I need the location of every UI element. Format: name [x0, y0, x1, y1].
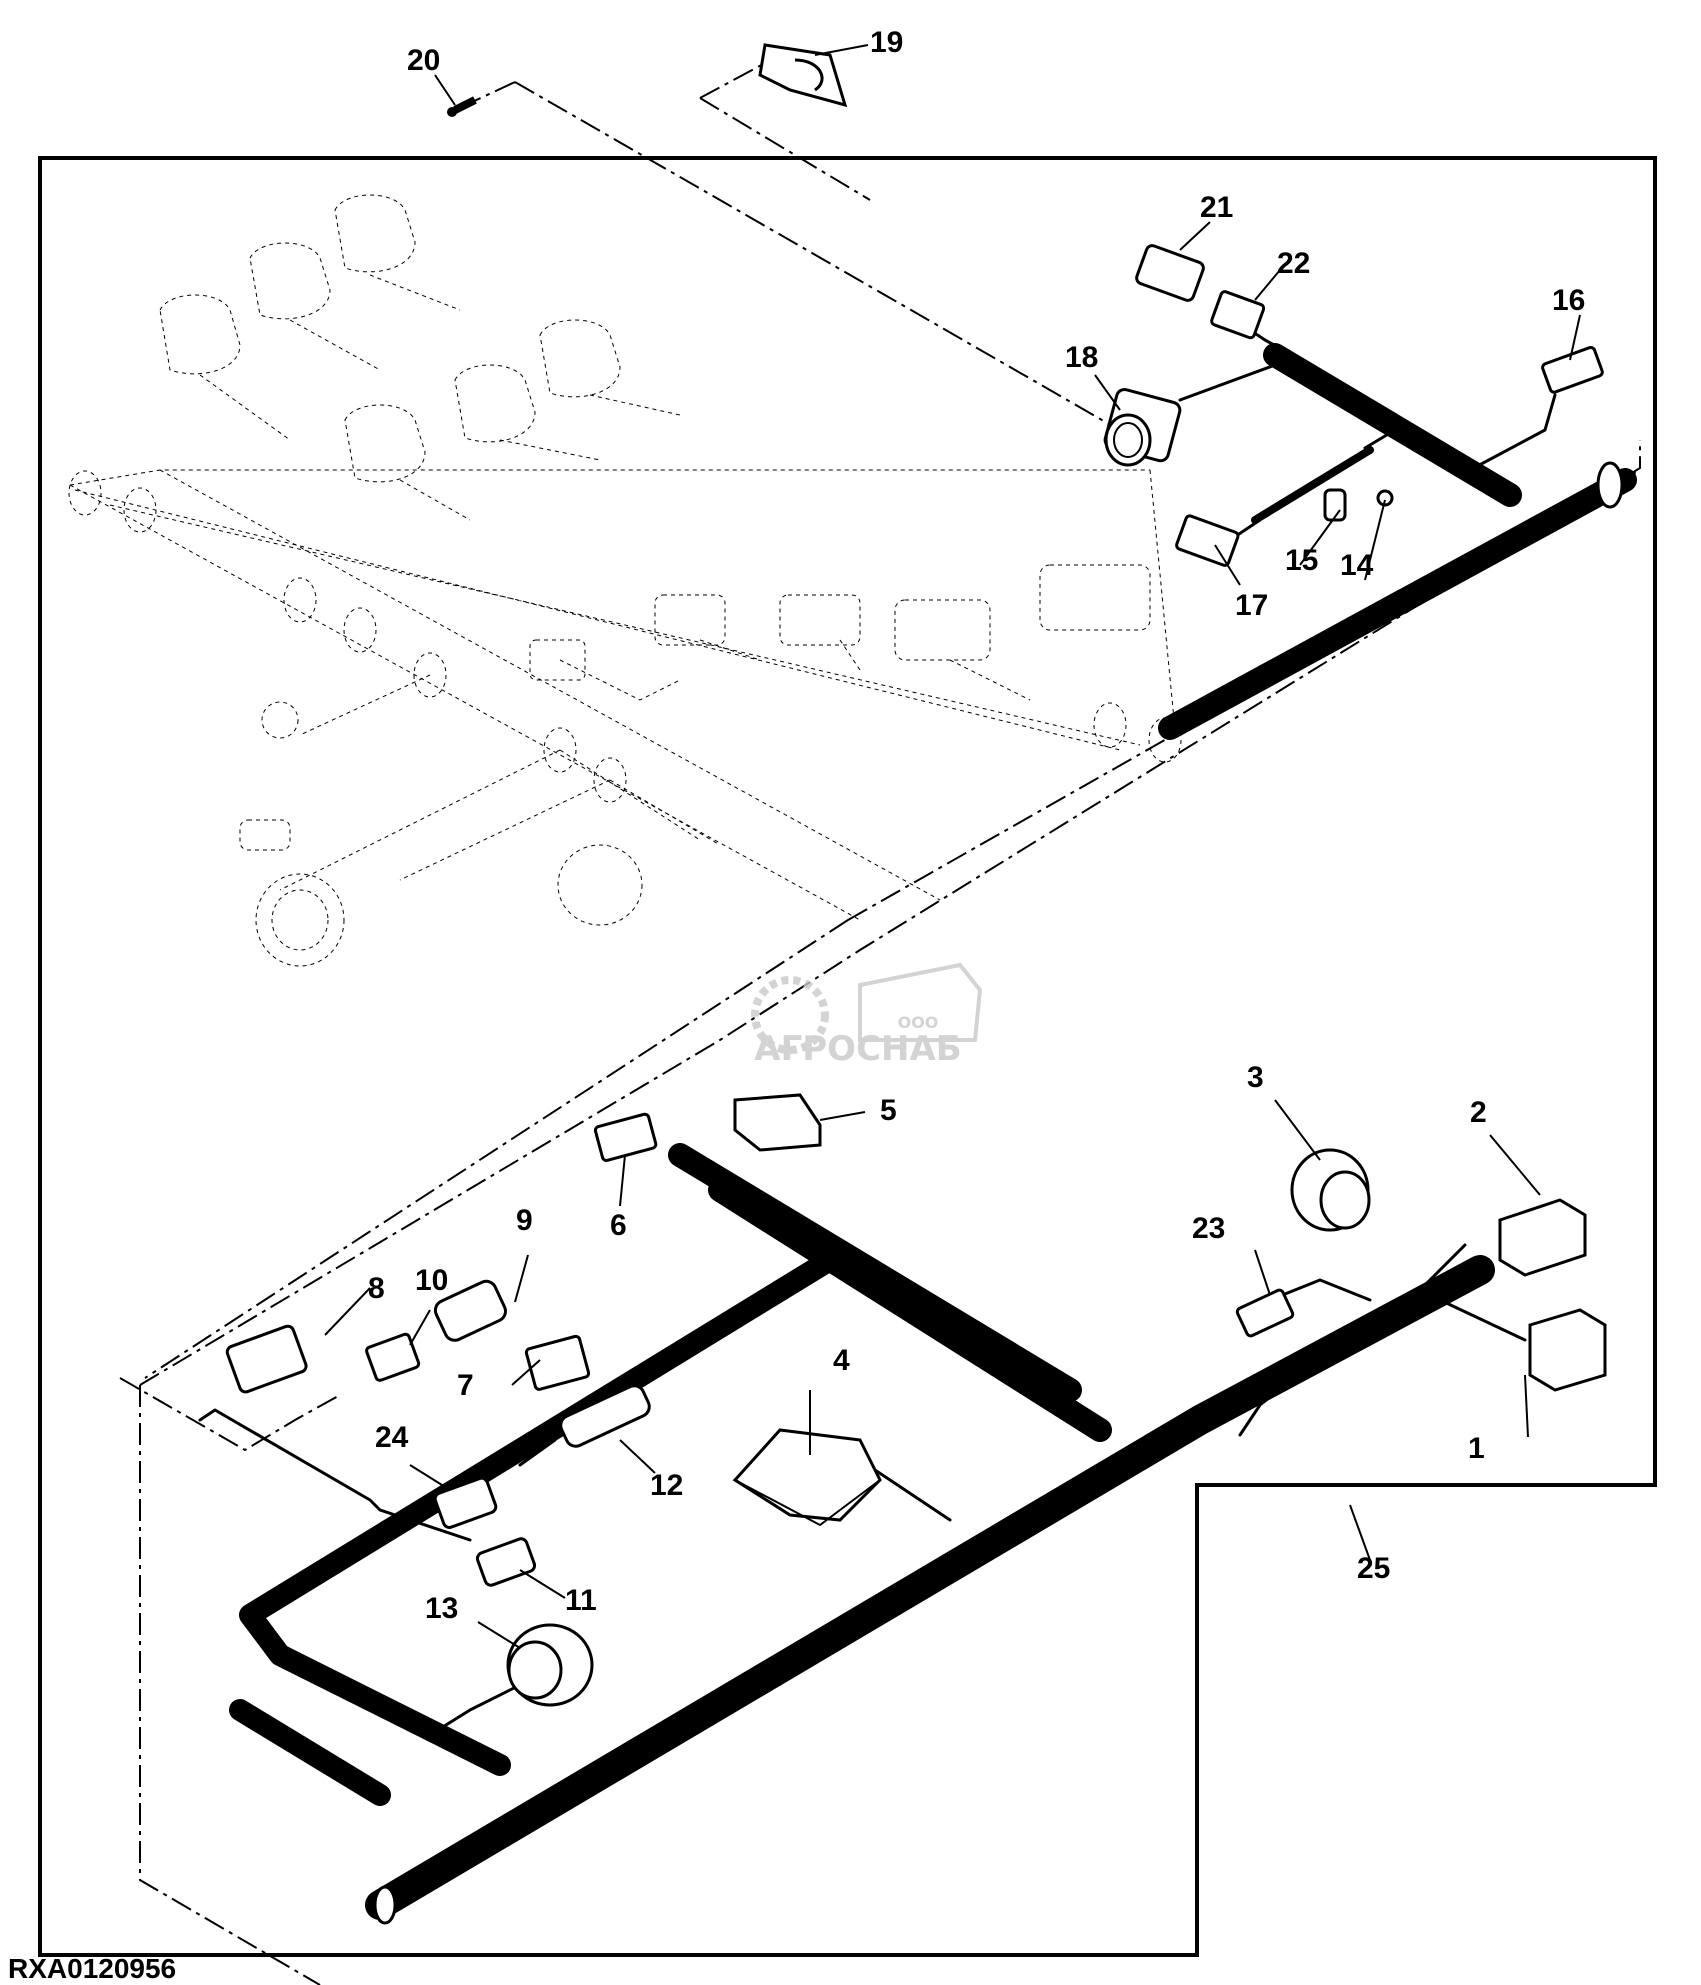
item-4-module	[732, 1428, 882, 1527]
lower-harness	[198, 1143, 1527, 1925]
phantom-outline-top	[454, 81, 1169, 459]
item-20-screw	[447, 96, 477, 117]
callout-1: 1	[1468, 1432, 1485, 1465]
callout-13: 13	[425, 1592, 458, 1625]
item-9-connector	[433, 1279, 507, 1342]
item-10-connector	[365, 1332, 421, 1382]
item-12-connector	[559, 1384, 651, 1448]
phantom-outline-lower	[139, 440, 1641, 1985]
callout-4: 4	[833, 1344, 850, 1377]
callout-labels: 1 2 3 4 5 6 7 8 9 10 11 12 13 14 15 16 1…	[368, 26, 1585, 1625]
callout-3: 3	[1247, 1061, 1264, 1094]
callout-8: 8	[368, 1272, 385, 1305]
item-2-connector	[1498, 1198, 1587, 1277]
callout-22: 22	[1277, 247, 1310, 280]
callout-11: 11	[565, 1584, 597, 1617]
callout-5: 5	[880, 1094, 897, 1127]
item-6-connector	[593, 1112, 658, 1162]
callout-19: 19	[870, 26, 903, 59]
callout-15: 15	[1285, 544, 1318, 577]
watermark-logo: ООО АГРОСНАБ	[751, 962, 983, 1069]
callout-18: 18	[1065, 341, 1098, 374]
callout-23: 23	[1192, 1212, 1225, 1245]
item-19-bracket	[758, 43, 848, 108]
item-7-connector	[524, 1334, 591, 1391]
ghost-harness	[68, 194, 1182, 967]
item-1-connector	[1528, 1308, 1607, 1392]
item-13-receptacle	[506, 1623, 594, 1707]
callout-21: 21	[1200, 191, 1233, 224]
item-21-connector	[1135, 244, 1205, 302]
callout-6: 6	[610, 1209, 627, 1242]
item-24-connector	[433, 1476, 498, 1529]
item-3-receptacle	[1290, 1148, 1371, 1232]
callout-17: 17	[1235, 589, 1268, 622]
leader-lines	[324, 44, 1581, 1649]
callout-9: 9	[516, 1204, 533, 1237]
callout-10: 10	[415, 1264, 448, 1297]
upper-harness	[1158, 308, 1637, 740]
item-18-receptacle	[1103, 388, 1182, 467]
callout-16: 16	[1552, 284, 1585, 317]
item-17-connector	[1175, 514, 1240, 567]
harness-boundary-outline	[38, 156, 1657, 1957]
item-16-connector	[1541, 345, 1604, 394]
callout-20: 20	[407, 44, 440, 77]
callout-2: 2	[1470, 1096, 1487, 1129]
callout-25: 25	[1357, 1552, 1390, 1585]
item-5-module	[733, 1093, 822, 1152]
item-22-connector	[1210, 290, 1266, 340]
watermark-line1: ООО	[898, 1013, 939, 1032]
callout-14: 14	[1340, 549, 1374, 582]
figure-id: RXA0120956	[8, 1953, 176, 1984]
phantom-outline-upper	[119, 1377, 341, 1452]
item-23-connector	[1235, 1288, 1295, 1338]
item-14-15-terminals	[1323, 488, 1394, 522]
phantom-outline-19	[699, 54, 871, 201]
phantom-outline-mid	[144, 469, 1641, 1379]
callout-12: 12	[650, 1469, 683, 1502]
item-8-connector	[225, 1324, 308, 1394]
callout-7: 7	[457, 1369, 474, 1402]
watermark-line2: АГРОСНАБ	[754, 1029, 961, 1069]
callout-24: 24	[375, 1421, 409, 1454]
item-11-connector	[475, 1537, 537, 1587]
